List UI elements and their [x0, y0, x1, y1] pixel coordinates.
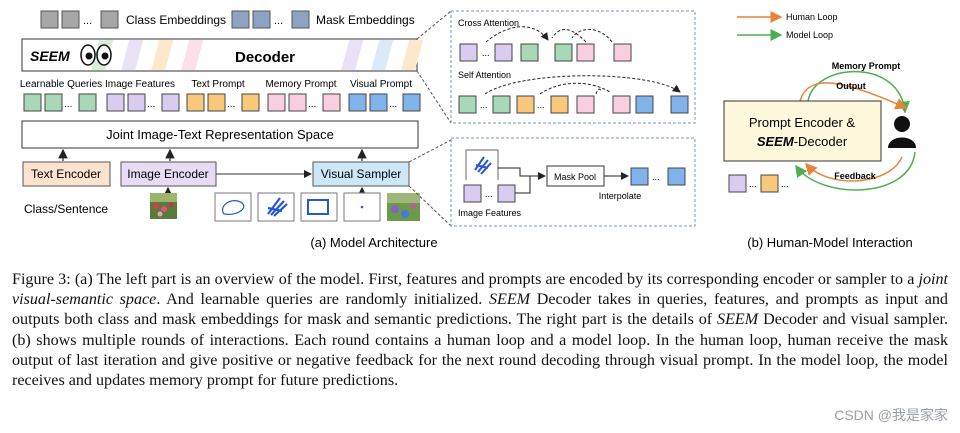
watermark: CSDN @我是家家	[834, 407, 948, 423]
svg-text:...: ...	[147, 99, 155, 110]
svg-text:...: ...	[781, 179, 789, 189]
visual-prompt-label: Visual Prompt	[350, 79, 412, 90]
visual-prompt-tokens: ...	[348, 93, 421, 112]
svg-text:Text Encoder: Text Encoder	[31, 167, 101, 181]
svg-text:...: ...	[480, 100, 488, 110]
token-row: ... ... ... ... ...	[23, 93, 421, 112]
prompt-encoder-box	[723, 100, 882, 162]
seem-logo-text: SEEM	[30, 48, 70, 64]
output-label: Output	[836, 81, 866, 91]
memory-prompt-tokens: ...	[267, 93, 341, 112]
learnable-query-tokens: ...	[23, 93, 97, 112]
svg-text:...: ...	[389, 99, 397, 110]
self-attention-label: Self Attention	[458, 70, 511, 80]
figure-caption: Figure 3: (a) The left part is an overvi…	[12, 271, 949, 390]
caption-a: (a) Model Architecture	[310, 235, 437, 250]
visual-sampler-block: Visual Sampler	[312, 161, 410, 187]
legend-class-embeddings: ... Class Embeddings	[40, 10, 226, 29]
svg-text:...: ...	[64, 99, 72, 110]
image-encoder-block: Image Encoder	[120, 161, 217, 187]
scribble-stroke-icon	[267, 197, 288, 217]
svg-text:...: ...	[274, 15, 283, 27]
box-prompt-icon	[307, 199, 329, 215]
model-loop-label: Model Loop	[786, 30, 833, 40]
memory-prompt-top-label: Memory Prompt	[832, 61, 901, 71]
svg-text:...: ...	[308, 99, 316, 110]
svg-text:...: ...	[482, 48, 490, 58]
caption-b: (b) Human-Model Interaction	[747, 235, 912, 250]
mask-embeddings-label: Mask Embeddings	[316, 13, 415, 27]
svg-text:...: ...	[485, 189, 493, 199]
svg-text:...: ...	[749, 179, 757, 189]
svg-text:...: ...	[537, 100, 545, 110]
class-sentence-label: Class/Sentence	[24, 202, 108, 216]
cross-attention-label: Cross Attention	[458, 18, 519, 28]
class-embeddings-label: Class Embeddings	[126, 13, 226, 27]
loop-legend: Human Loop Model Loop	[737, 11, 838, 41]
svg-text:...: ...	[83, 15, 92, 27]
decoder-label: Decoder	[235, 49, 295, 66]
image-features-label: Image Features	[105, 79, 175, 90]
text-encoder-block: Text Encoder	[22, 161, 111, 187]
scribble-mask-icon	[474, 156, 492, 175]
mask-pool-label: Mask Pool	[554, 172, 596, 182]
reference-image-thumbnail	[387, 193, 420, 221]
prompt-encoder-label: Prompt Encoder &	[749, 115, 856, 130]
text-prompt-tokens: ...	[186, 93, 260, 112]
memory-prompt-label: Memory Prompt	[265, 79, 336, 90]
svg-text:...: ...	[652, 172, 660, 182]
sampler-detail-panel: ... Image Features Mask Pool ... Interpo…	[450, 137, 696, 227]
joint-space-label: Joint Image-Text Representation Space	[106, 127, 334, 142]
text-prompt-label: Text Prompt	[191, 79, 245, 90]
decoder-detail-panel: Cross Attention ... Self Attention ... .…	[450, 10, 696, 124]
image-features-detail-label: Image Features	[458, 208, 522, 218]
eyes-icon	[80, 44, 112, 66]
scribble-outline-icon	[222, 200, 245, 215]
joint-space-block: Joint Image-Text Representation Space	[21, 120, 419, 149]
svg-text:...: ...	[227, 99, 235, 110]
seem-decoder-block: SEEM Decoder	[21, 38, 424, 72]
visual-prompt-examples	[214, 192, 420, 222]
image-feature-tokens: ...	[106, 93, 180, 112]
svg-text:Image Encoder: Image Encoder	[127, 167, 208, 181]
point-prompt-icon	[360, 205, 364, 209]
legend-mask-embeddings: ... Mask Embeddings	[231, 10, 415, 29]
human-avatar-icon	[888, 116, 916, 148]
architecture-diagram: ... Class Embeddings ... Mask Embeddings…	[20, 10, 916, 250]
learnable-queries-label: Learnable Queries	[20, 79, 102, 90]
input-image-thumbnail	[150, 193, 177, 219]
svg-text:Visual Sampler: Visual Sampler	[321, 167, 401, 181]
seem-decoder-label: SEEM-Decoder	[757, 134, 848, 149]
human-loop-label: Human Loop	[786, 12, 838, 22]
interpolate-label: Interpolate	[599, 191, 642, 201]
feedback-label: Feedback	[834, 171, 877, 181]
interaction-panel: Memory Prompt Output Prompt Encoder & SE…	[723, 61, 916, 250]
